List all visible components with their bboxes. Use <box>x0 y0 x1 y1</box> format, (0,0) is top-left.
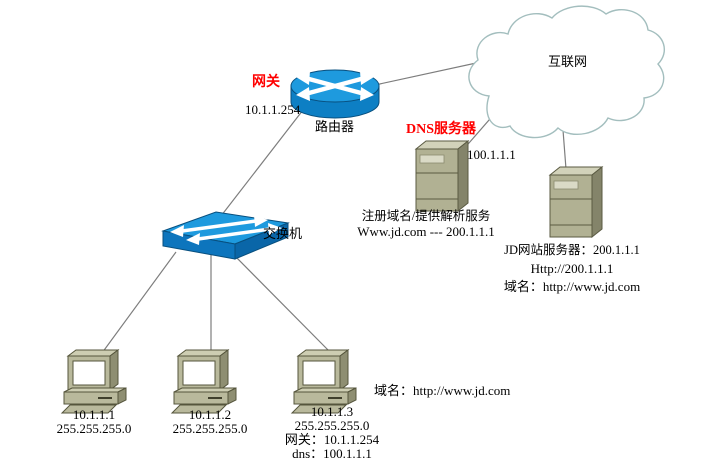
pc2-ip: 10.1.1.2 <box>188 407 232 422</box>
dns-server-icon <box>415 140 469 212</box>
web-server-note: JD网站服务器：200.1.1.1 Http://200.1.1.1 域名：ht… <box>486 242 658 297</box>
pc1-config: 10.1.1.1 255.255.255.0 <box>52 407 136 437</box>
dns-server-ip: 100.1.1.1 <box>467 147 516 162</box>
dns-server-note: 注册域名/提供解析服务 Www.jd.com --- 200.1.1.1 <box>346 209 506 240</box>
web-server-icon <box>549 166 603 238</box>
pc3-config: 10.1.1.3 255.255.255.0 网关：10.1.1.254 dns… <box>276 404 388 462</box>
link-switch-pc3 <box>230 251 332 354</box>
pc3-dns: dns：100.1.1.1 <box>292 446 372 462</box>
internet-label: 互联网 <box>548 54 588 69</box>
router-label: 路由器 <box>315 119 355 134</box>
pc3-mask: 255.255.255.0 <box>294 418 370 434</box>
web-server-line3: 域名：http://www.jd.com <box>503 279 641 295</box>
switch-label: 交换机 <box>263 226 303 241</box>
web-server-line1: JD网站服务器：200.1.1.1 <box>504 243 640 257</box>
pc2-icon <box>171 349 237 414</box>
router-icon <box>290 69 380 119</box>
switch-icon <box>161 211 290 260</box>
dns-note-line1: 注册域名/提供解析服务 <box>361 209 491 223</box>
pc1-mask: 255.255.255.0 <box>56 421 132 437</box>
link-router-switch <box>220 109 304 217</box>
router-gateway-tag: 网关 <box>252 75 280 90</box>
link-router-internet <box>374 59 491 86</box>
web-server-line2: Http://200.1.1.1 <box>530 260 614 276</box>
pc2-config: 10.1.1.2 255.255.255.0 <box>168 407 252 437</box>
internet-cloud-icon <box>468 5 666 139</box>
pc3-domain-note: 域名：http://www.jd.com <box>374 383 511 398</box>
pc1-icon <box>61 349 127 414</box>
dns-note-line2: Www.jd.com --- 200.1.1.1 <box>357 224 495 239</box>
pc3-ip: 10.1.1.3 <box>310 404 354 419</box>
router-ip: 10.1.1.254 <box>245 102 301 117</box>
link-switch-pc1 <box>101 251 177 354</box>
dns-server-label: DNS服务器 <box>406 122 477 137</box>
pc1-ip: 10.1.1.1 <box>72 407 116 422</box>
pc2-mask: 255.255.255.0 <box>172 421 248 437</box>
pc3-gateway: 网关：10.1.1.254 <box>284 432 380 448</box>
